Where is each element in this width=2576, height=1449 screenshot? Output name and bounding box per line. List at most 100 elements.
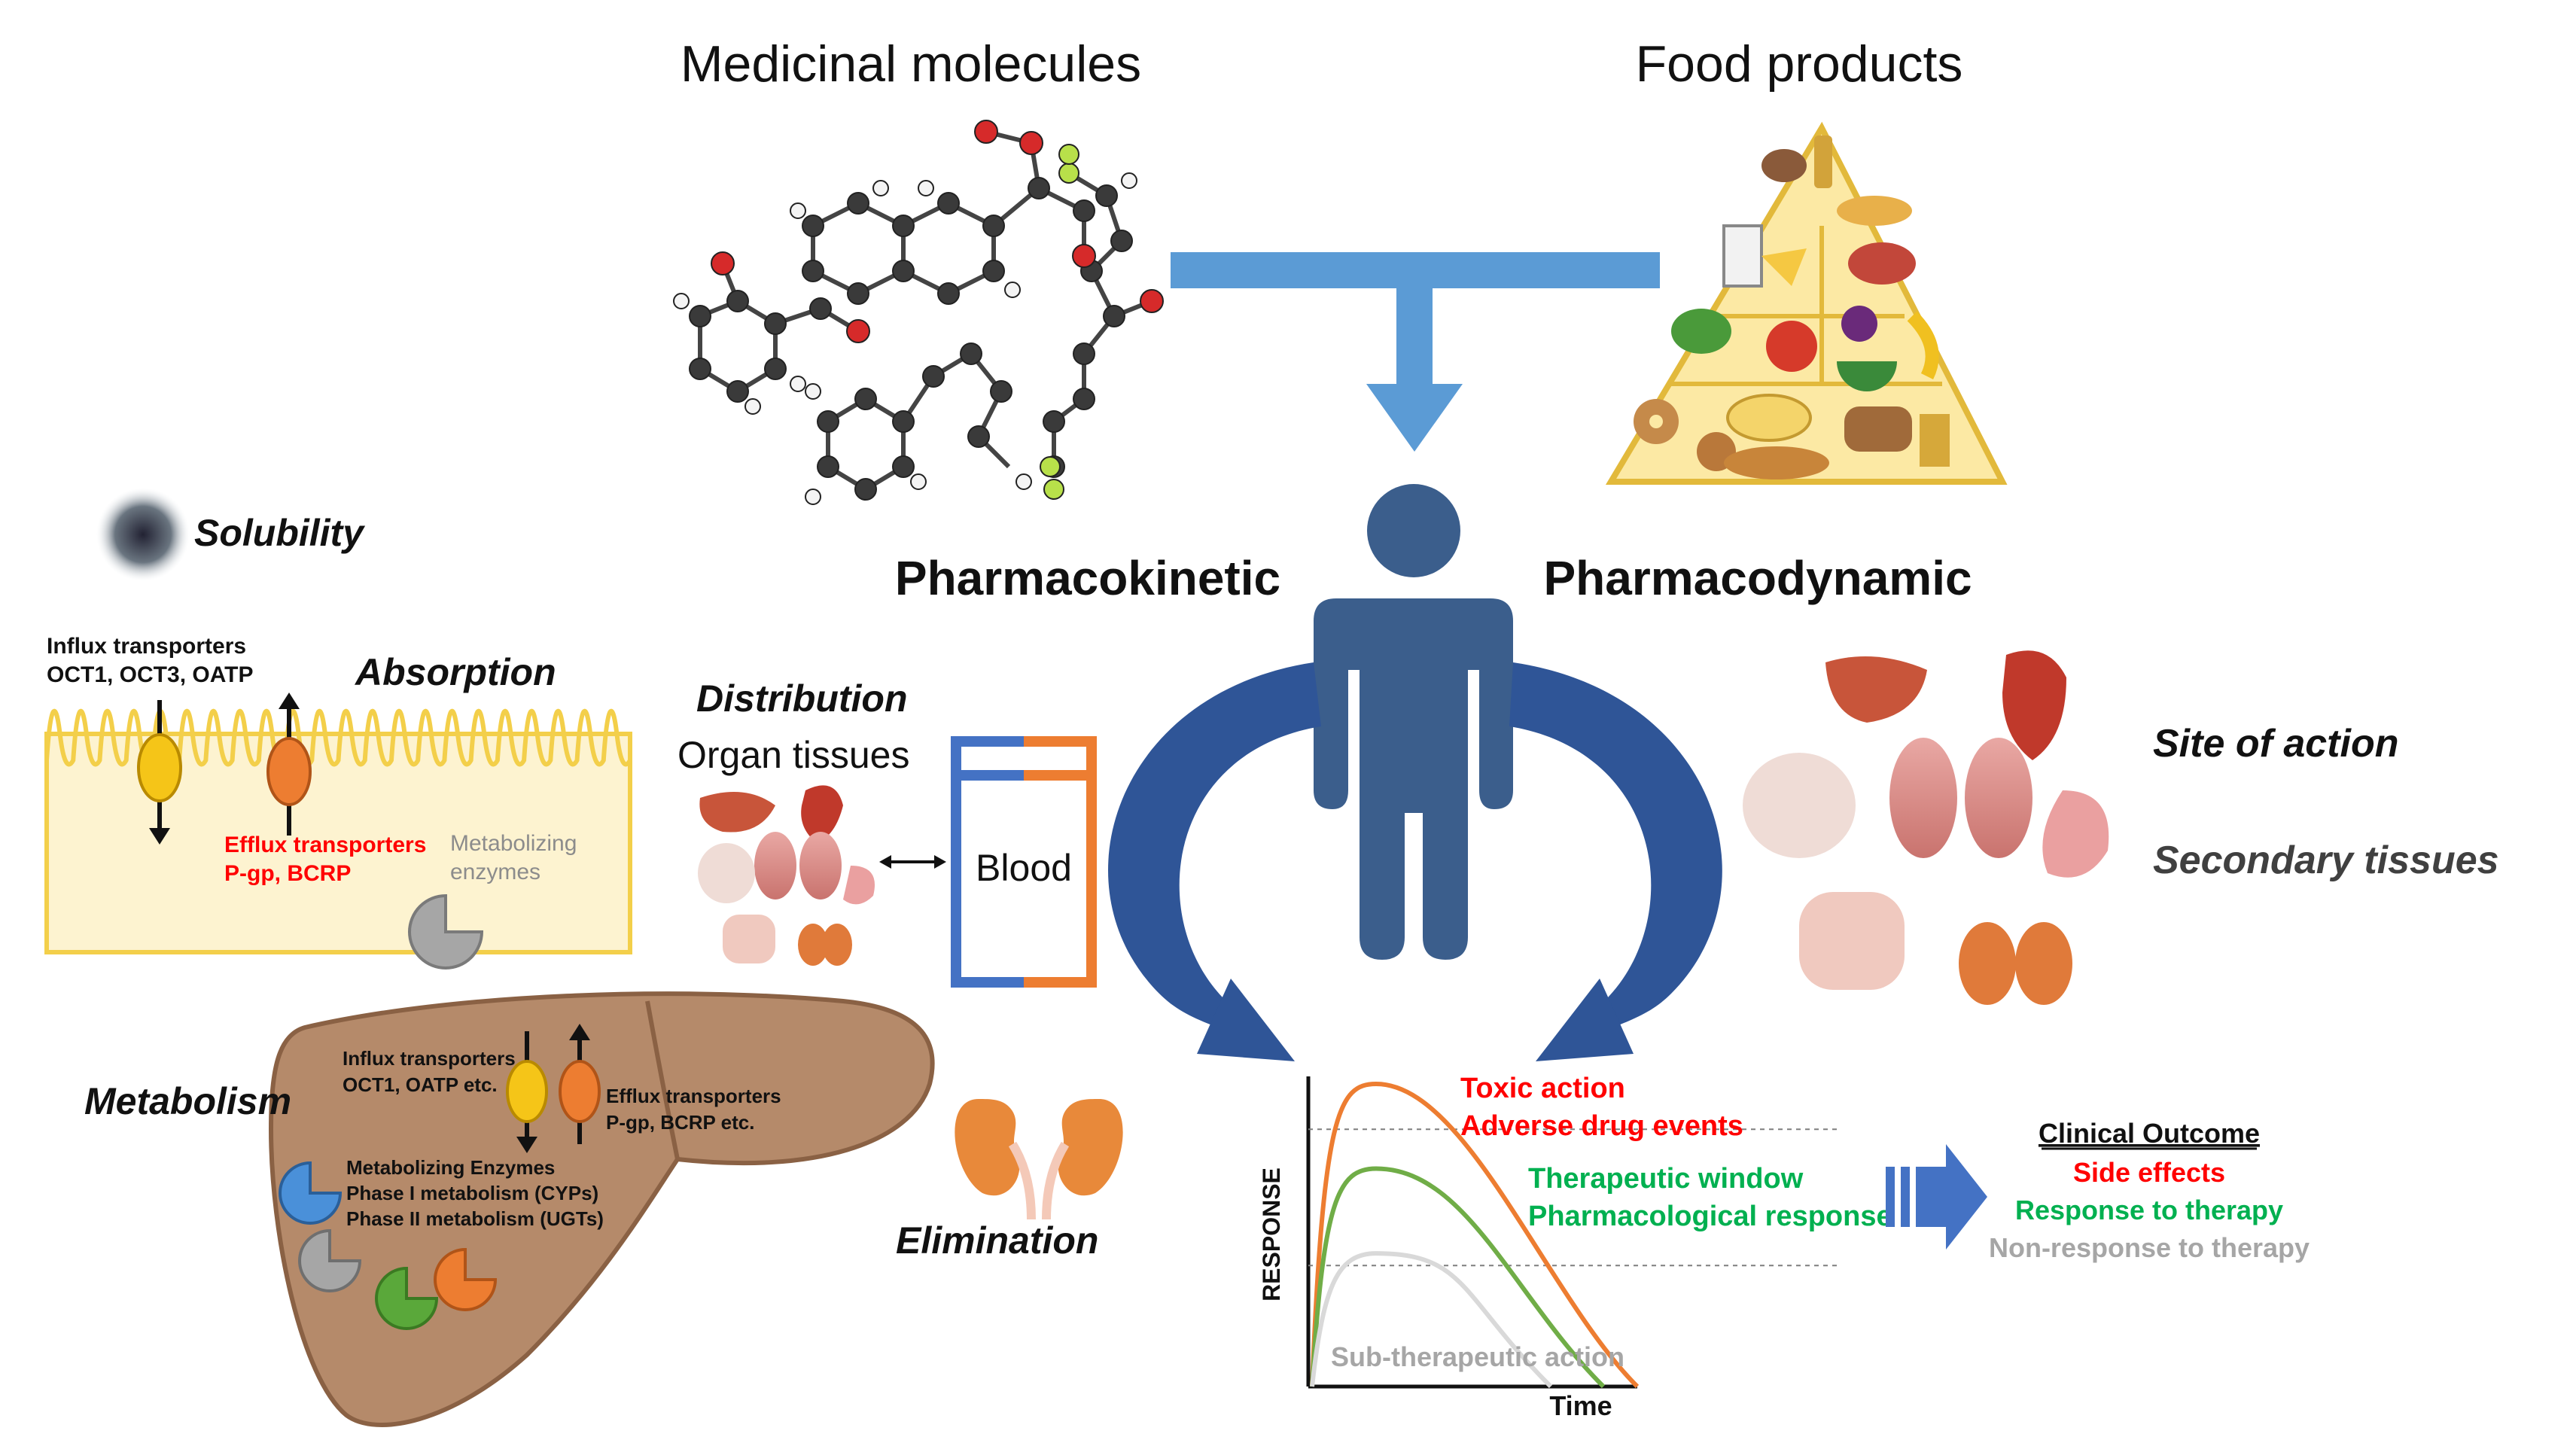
blood-label: Blood [976, 847, 1072, 889]
atom [1110, 230, 1133, 252]
atom [744, 398, 761, 415]
atom [1019, 131, 1043, 155]
atom [1073, 199, 1095, 222]
atom [673, 293, 690, 309]
enzyme-gray-icon [298, 1228, 362, 1292]
atom [846, 319, 870, 343]
outcome-arrow [1886, 1144, 1987, 1250]
villi-border [44, 708, 632, 767]
pd-organs [1743, 650, 2109, 1005]
outcome-response: Response to therapy [2015, 1195, 2283, 1225]
site-of-action-label: Site of action [2153, 722, 2398, 766]
atom [1028, 177, 1050, 199]
absorption-efflux-transporter [266, 693, 312, 836]
atom [892, 215, 915, 237]
atom [817, 410, 839, 433]
response-curve-0 [1310, 1081, 1640, 1389]
metabolism-efflux-transporter [559, 1024, 601, 1144]
pd-curved-arrow [1509, 662, 1722, 1061]
absorption-title: Absorption [354, 651, 556, 693]
molecule-atoms [673, 120, 1164, 505]
kidneys-icon [955, 1099, 1123, 1220]
solubility-particle [96, 488, 190, 581]
solubility-label: Solubility [194, 512, 365, 554]
atom [802, 260, 824, 282]
metabolism-efflux-line1: Efflux transporters [606, 1085, 781, 1107]
metabolism-efflux-line2: P-gp, BCRP etc. [606, 1111, 754, 1134]
absorption-metab-line2: enzymes [450, 860, 540, 884]
liver-shape [268, 991, 935, 1427]
food-products-heading: Food products [1636, 35, 1963, 93]
atom [726, 380, 749, 403]
atom [711, 251, 735, 275]
molecule-4 [1052, 171, 1153, 467]
atom [847, 192, 869, 215]
atom [847, 282, 869, 305]
chart-marks [1308, 1081, 1837, 1389]
atom [689, 305, 711, 327]
response-curve-2 [1310, 1251, 1553, 1389]
absorption-enzyme-icon [408, 893, 484, 970]
atom [910, 473, 927, 490]
distribution-organs [698, 785, 875, 966]
absorption-efflux-line1: Efflux transporters [224, 833, 426, 857]
atom [1015, 473, 1032, 490]
organ-tissues-label: Organ tissues [677, 734, 909, 776]
food-pyramid [1605, 121, 2008, 485]
chart-adverse-label: Adverse drug events [1460, 1110, 1743, 1142]
metabolism-influx-line1: Influx transporters [343, 1047, 516, 1070]
atom [974, 120, 998, 144]
atom [726, 290, 749, 312]
atom [872, 180, 889, 196]
atom [817, 455, 839, 478]
absorption-influx-line1: Influx transporters [47, 634, 246, 659]
metabolism-enz-line1: Metabolizing Enzymes [346, 1156, 555, 1179]
atom [982, 215, 1005, 237]
absorption-influx-line2: OCT1, OCT3, OATP [47, 662, 253, 687]
metabolism-influx-line2: OCT1, OATP etc. [343, 1073, 498, 1096]
atom [892, 260, 915, 282]
enzyme-green-icon [375, 1266, 439, 1330]
distribution-double-arrow [879, 855, 946, 869]
atom [918, 180, 934, 196]
atom [1058, 163, 1079, 184]
clinical-outcome-title: Clinical Outcome [2039, 1118, 2260, 1149]
atom [1103, 305, 1125, 327]
atom [1095, 184, 1118, 207]
atom [937, 192, 960, 215]
liver-lobe-line [645, 1000, 680, 1160]
atom [982, 260, 1005, 282]
atom [1073, 342, 1095, 365]
atom [960, 342, 982, 365]
chart-toxic-label: Toxic action [1460, 1073, 1625, 1104]
atom [790, 202, 806, 219]
atom [922, 365, 945, 388]
blood-vessel [951, 736, 1097, 988]
atom [805, 383, 821, 400]
absorption-influx-transporter [137, 700, 182, 845]
metabolism-enz-line2: Phase I metabolism (CYPs) [346, 1182, 598, 1204]
secondary-tissues-label: Secondary tissues [2153, 839, 2499, 882]
atom [764, 358, 787, 380]
chart-sub-label: Sub-therapeutic action [1331, 1341, 1624, 1372]
pharmacodynamic-heading: Pharmacodynamic [1543, 551, 1972, 605]
convergence-arrow [1171, 252, 1660, 452]
atom [1058, 144, 1079, 165]
atom [854, 478, 877, 501]
chart-window-label: Therapeutic window [1528, 1163, 1804, 1195]
enzyme-blue-icon [279, 1161, 343, 1225]
metabolism-title: Metabolism [84, 1080, 291, 1122]
atom [689, 358, 711, 380]
chart-x-label: Time [1549, 1390, 1612, 1421]
atom [854, 388, 877, 410]
response-chart [1306, 1076, 1837, 1389]
medicinal-molecules-heading: Medicinal molecules [681, 35, 1141, 93]
atom [809, 297, 832, 320]
atom [802, 215, 824, 237]
atom [805, 489, 821, 505]
response-curve-1 [1310, 1166, 1606, 1389]
atom [1140, 289, 1164, 313]
atom [937, 282, 960, 305]
absorption-efflux-line2: P-gp, BCRP [224, 861, 351, 886]
elimination-title: Elimination [896, 1219, 1098, 1262]
